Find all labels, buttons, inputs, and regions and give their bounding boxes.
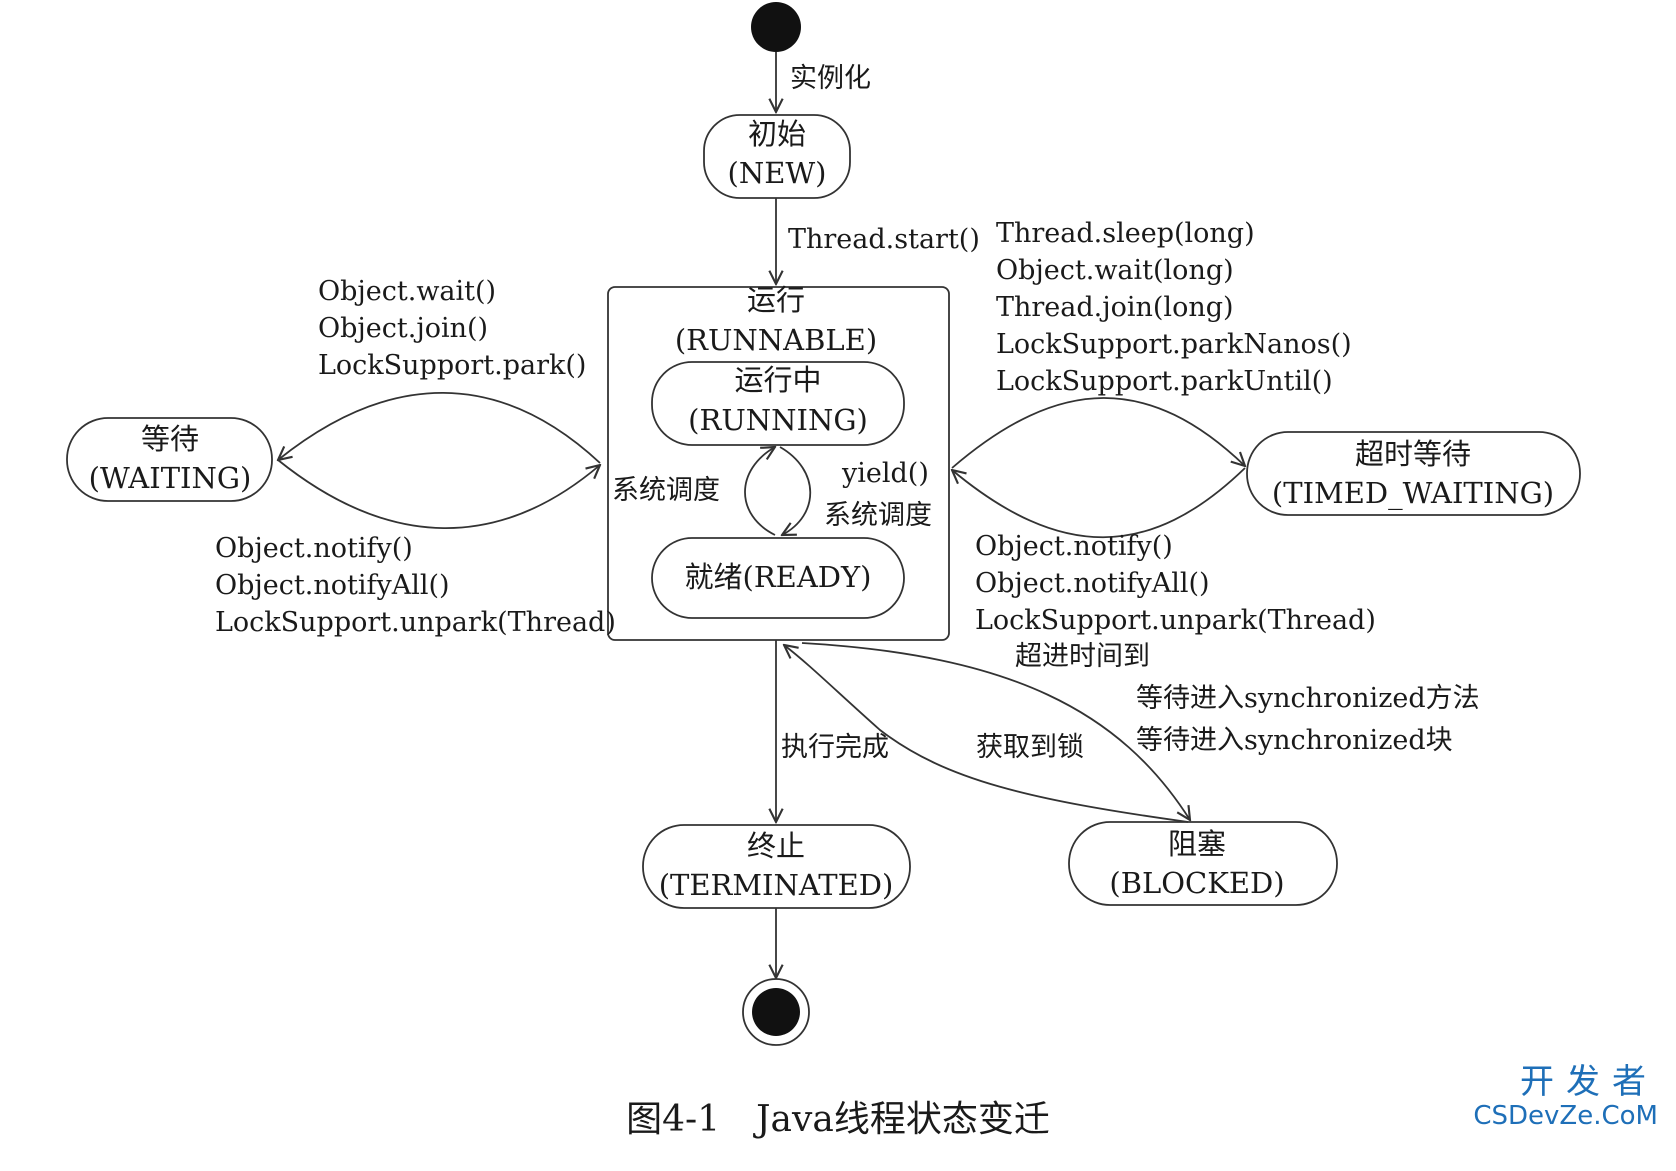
- to-blocked-labels: 等待进入synchronized方法 等待进入synchronized块: [1136, 683, 1480, 756]
- state-running: 运行中 (RUNNING): [651, 361, 905, 446]
- initial-node: [751, 2, 801, 52]
- site-watermark: 开发者 CSDevZe.CoM: [1473, 1065, 1658, 1129]
- to-blocked-label: 等待进入synchronized块: [1136, 725, 1453, 756]
- state-terminated: 终止 (TERMINATED): [642, 824, 911, 909]
- state-runnable-code: (RUNNABLE): [675, 323, 877, 357]
- to-waiting-arrow: [278, 391, 601, 464]
- instantiate-label: 实例化: [790, 63, 871, 94]
- state-terminated-code: (TERMINATED): [659, 868, 894, 902]
- from-waiting-labels: Object.notify() Object.notifyAll() LockS…: [215, 533, 616, 638]
- state-ready-name: 就绪(READY): [685, 560, 872, 594]
- from-waiting-label: Object.notifyAll(): [215, 570, 450, 601]
- from-timed-waiting-label: Object.notifyAll(): [975, 568, 1210, 599]
- state-blocked-name: 阻塞: [1168, 827, 1226, 861]
- acquire-lock-label: 获取到锁: [976, 732, 1084, 763]
- state-new: 初始 (NEW): [703, 114, 851, 199]
- acquire-lock-arrow: [784, 645, 1189, 823]
- state-new-code: (NEW): [728, 156, 827, 190]
- state-waiting-code: (WAITING): [89, 461, 252, 495]
- to-timed-waiting-label: Thread.sleep(long): [996, 218, 1255, 249]
- state-new-name: 初始: [748, 117, 806, 151]
- to-timed-waiting-arrow: [951, 397, 1245, 469]
- state-waiting: 等待 (WAITING): [66, 417, 273, 502]
- schedule-left-label: 系统调度: [612, 475, 720, 506]
- to-waiting-labels: Object.wait() Object.join() LockSupport.…: [318, 276, 586, 381]
- state-blocked: 阻塞 (BLOCKED): [1068, 821, 1338, 906]
- complete-label: 执行完成: [781, 732, 889, 763]
- from-timed-waiting-arrow: [952, 467, 1246, 539]
- to-blocked-label: 等待进入synchronized方法: [1136, 683, 1480, 714]
- to-blocked-arrow: [801, 642, 1190, 820]
- from-timed-waiting-label: 超进时间到: [1015, 641, 1150, 672]
- schedule-right-label: 系统调度: [824, 500, 932, 531]
- from-waiting-label: Object.notify(): [215, 533, 413, 564]
- state-running-name: 运行中: [734, 363, 821, 397]
- state-timed-waiting-name: 超时等待: [1355, 437, 1471, 471]
- to-timed-waiting-label: Thread.join(long): [996, 292, 1234, 323]
- to-timed-waiting-label: LockSupport.parkUntil(): [996, 366, 1333, 397]
- to-timed-waiting-label: Object.wait(long): [996, 255, 1234, 286]
- to-waiting-label: Object.join(): [318, 313, 488, 344]
- to-timed-waiting-label: LockSupport.parkNanos(): [996, 329, 1352, 360]
- from-waiting-arrow: [277, 459, 600, 530]
- state-blocked-code: (BLOCKED): [1109, 866, 1284, 900]
- state-ready: 就绪(READY): [651, 537, 905, 619]
- state-timed-waiting-code: (TIMED_WAITING): [1272, 476, 1554, 511]
- state-runnable-name: 运行: [747, 283, 805, 317]
- yield-arrow: [779, 446, 812, 535]
- state-running-code: (RUNNING): [688, 403, 868, 437]
- state-waiting-name: 等待: [141, 422, 199, 456]
- watermark-top: 开发者: [1520, 1062, 1658, 1102]
- from-timed-waiting-label: Object.notify(): [975, 531, 1173, 562]
- yield-label: yield(): [841, 458, 929, 489]
- state-terminated-name: 终止: [747, 829, 805, 863]
- figure-caption: 图4-1 Java线程状态变迁: [626, 1099, 1050, 1140]
- start-label: Thread.start(): [788, 224, 980, 255]
- final-node: [742, 978, 810, 1046]
- from-timed-waiting-labels: Object.notify() Object.notifyAll() LockS…: [975, 531, 1376, 672]
- to-waiting-label: LockSupport.park(): [318, 350, 586, 381]
- watermark-bottom: CSDevZe.CoM: [1473, 1101, 1658, 1131]
- state-timed-waiting: 超时等待 (TIMED_WAITING): [1246, 431, 1581, 516]
- to-timed-waiting-labels: Thread.sleep(long) Object.wait(long) Thr…: [996, 218, 1352, 397]
- to-waiting-label: Object.wait(): [318, 276, 496, 307]
- from-timed-waiting-label: LockSupport.unpark(Thread): [975, 605, 1376, 636]
- schedule-left-arrow: [744, 447, 775, 536]
- from-waiting-label: LockSupport.unpark(Thread): [215, 607, 616, 638]
